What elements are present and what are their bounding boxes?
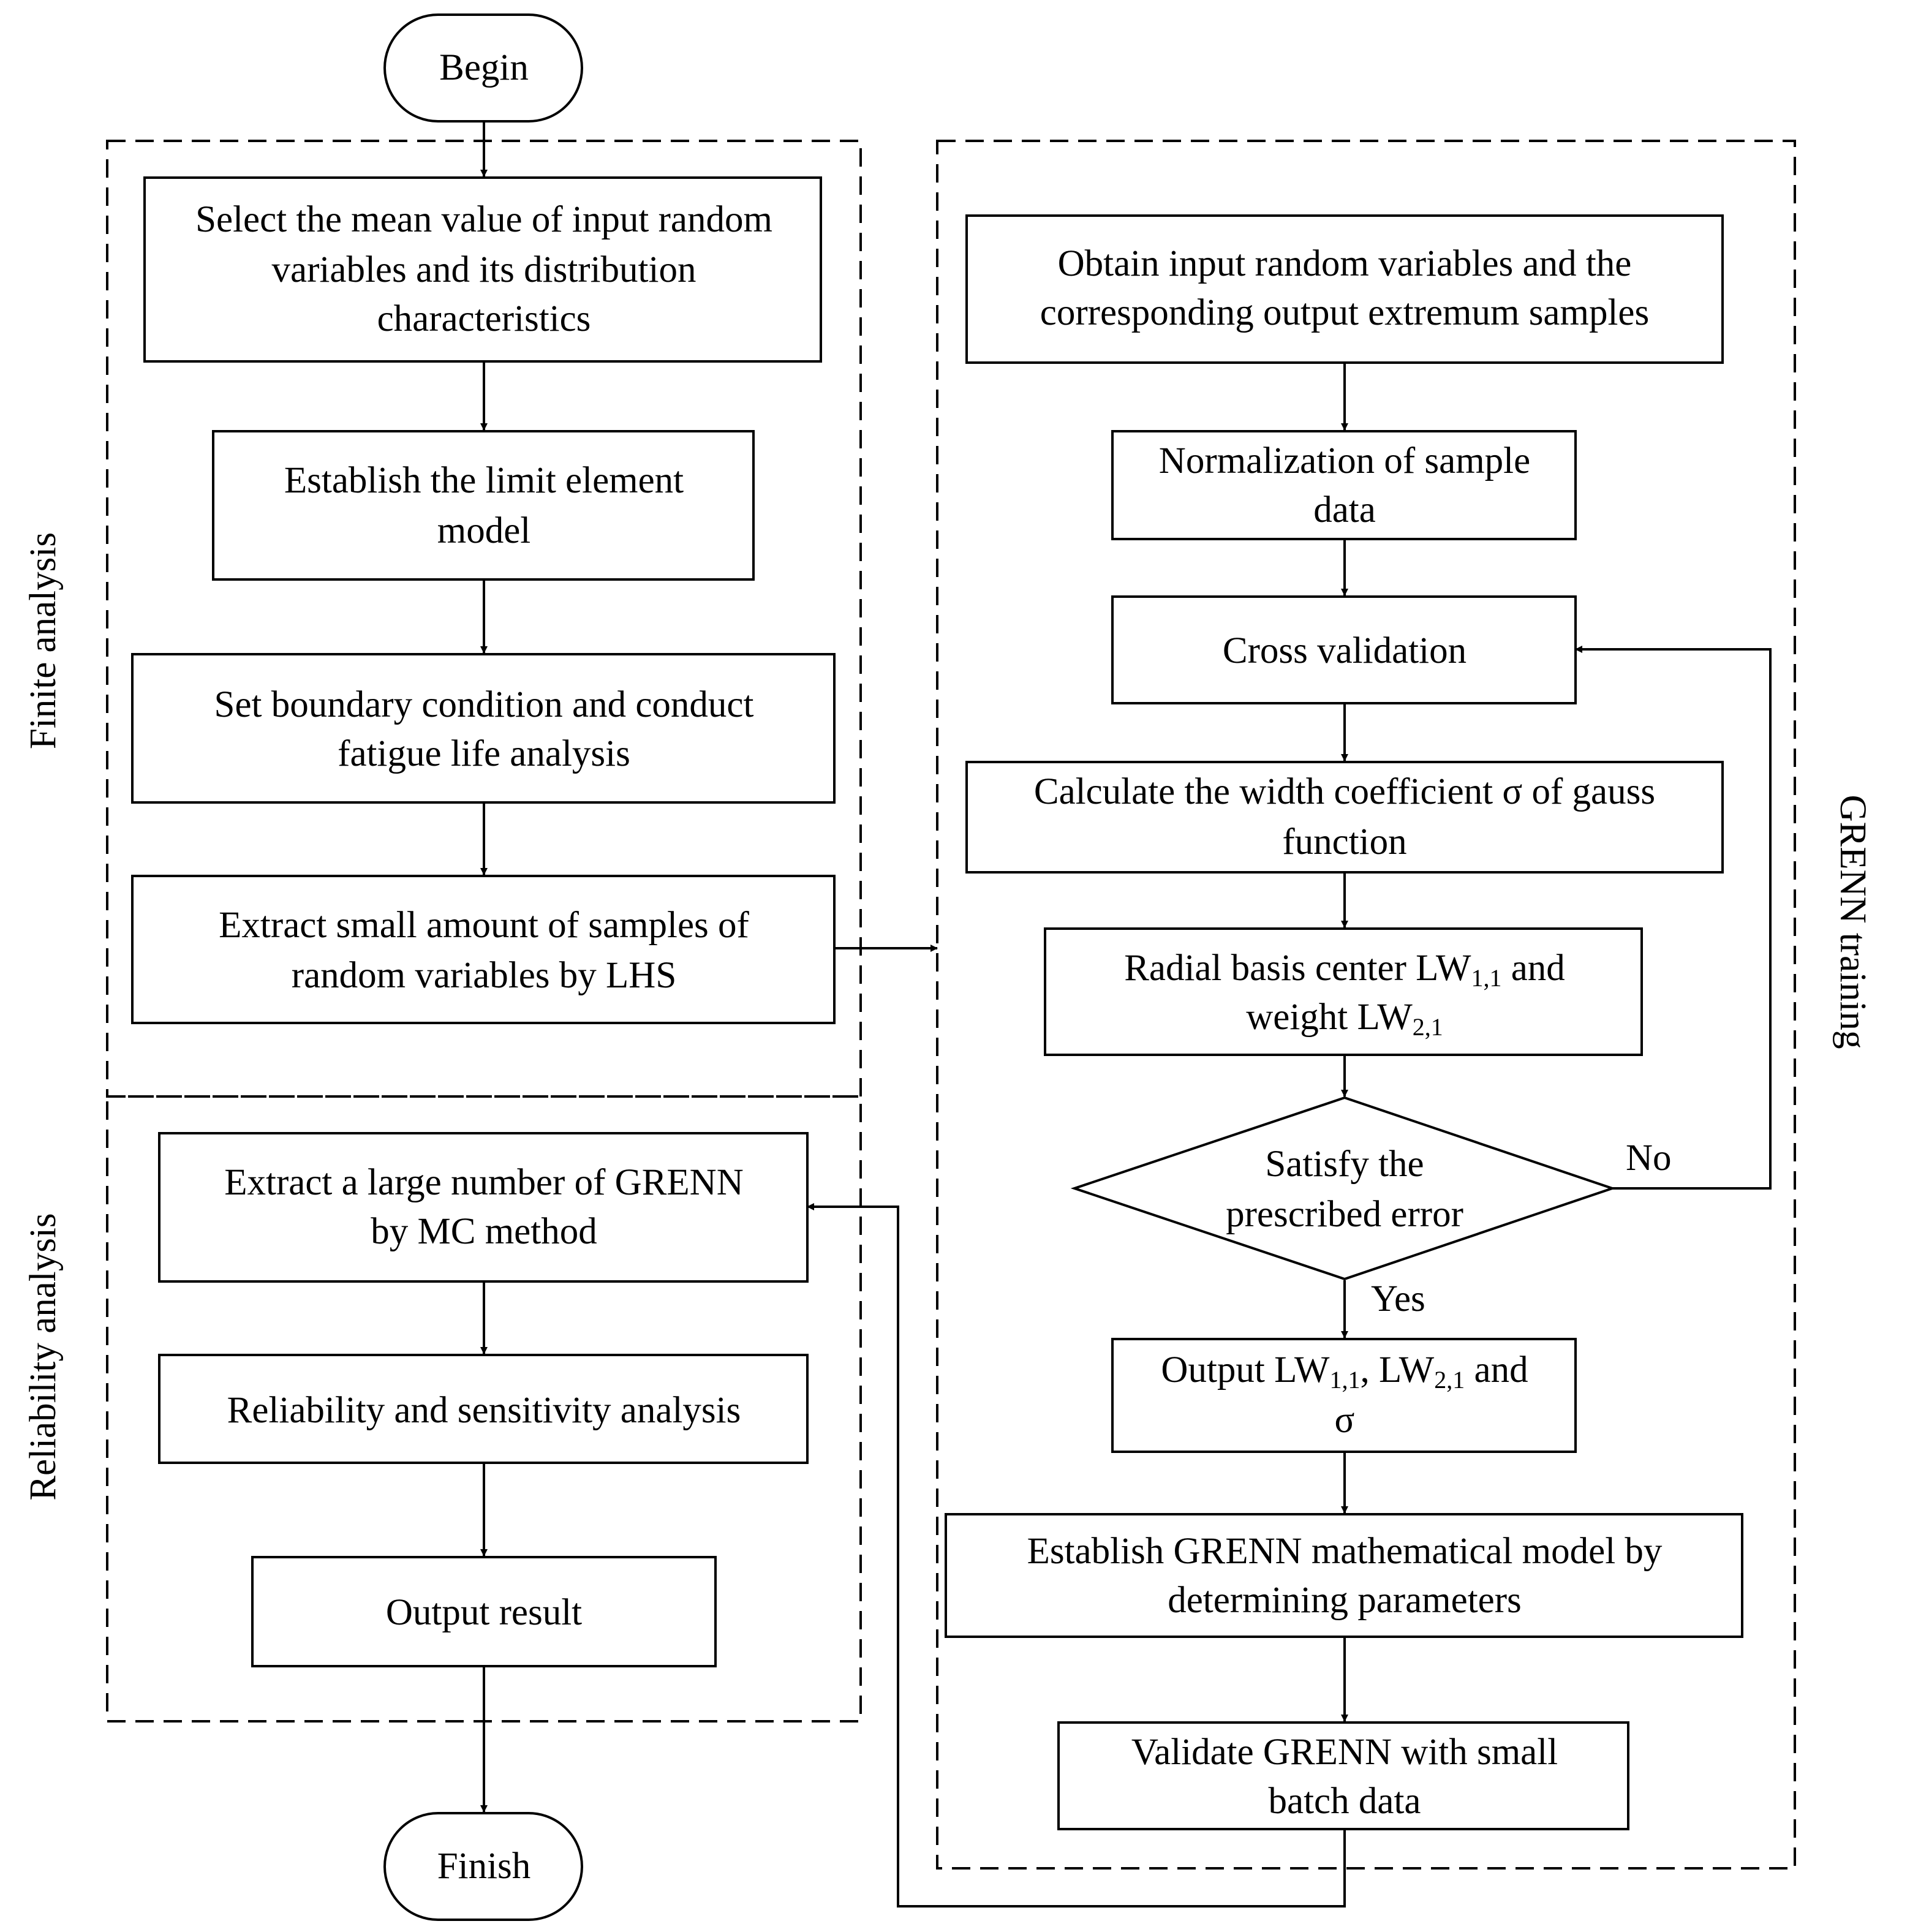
normalization-text-2: data bbox=[1313, 489, 1376, 530]
begin-terminal bbox=[383, 13, 583, 123]
finite-analysis-label: Finite analysis bbox=[23, 532, 64, 749]
extract-large-text-2: by MC method bbox=[371, 1211, 597, 1252]
normalization-text-1: Normalization of sample bbox=[1159, 440, 1530, 481]
width-coefficient-text-2: function bbox=[1282, 821, 1406, 862]
select-mean-text-3: characteristics bbox=[377, 298, 591, 339]
edge-decision-no-loop bbox=[1575, 646, 1772, 1190]
validate-grenn-text-1: Validate GRENN with small bbox=[1131, 1732, 1558, 1773]
boundary-box bbox=[131, 653, 836, 804]
decision-text-1: Satisfy the bbox=[1265, 1144, 1424, 1185]
reliability-box bbox=[158, 1354, 809, 1464]
establish-fe-text-2: model bbox=[437, 510, 530, 551]
extract-large-box bbox=[158, 1132, 809, 1283]
width-coefficient-box bbox=[965, 761, 1724, 874]
obtain-samples-text-2: corresponding output extremum samples bbox=[1040, 292, 1649, 333]
no-label: No bbox=[1626, 1138, 1672, 1179]
normalization-box bbox=[1111, 430, 1577, 540]
select-mean-text-2: variables and its distribution bbox=[272, 249, 696, 290]
extract-small-box bbox=[131, 875, 836, 1024]
validate-grenn-text-2: batch data bbox=[1269, 1781, 1421, 1822]
output-result-text: Output result bbox=[386, 1592, 582, 1633]
select-mean-text-1: Select the mean value of input random bbox=[195, 199, 772, 240]
boundary-text-2: fatigue life analysis bbox=[338, 733, 630, 774]
grenn-training-region bbox=[936, 140, 1796, 1870]
establish-grenn-text-1: Establish GRENN mathematical model by bbox=[1027, 1531, 1663, 1572]
establish-grenn-box bbox=[945, 1513, 1743, 1638]
validate-grenn-box bbox=[1057, 1721, 1629, 1830]
radial-basis-text-1: Radial basis center LW1,1 and bbox=[1124, 948, 1565, 992]
edge-validate-extract-large bbox=[807, 1203, 1346, 1907]
decision-diamond bbox=[1070, 1096, 1617, 1281]
output-result-box bbox=[251, 1556, 717, 1667]
establish-fe-box bbox=[212, 430, 755, 581]
cross-validation-box bbox=[1111, 595, 1577, 704]
radial-basis-box bbox=[1044, 927, 1643, 1056]
extract-small-text-2: random variables by LHS bbox=[292, 955, 677, 996]
boundary-text-1: Set boundary condition and conduct bbox=[214, 684, 754, 725]
decision-text-2: prescribed error bbox=[1226, 1194, 1463, 1235]
radial-basis-text-2: weight LW2,1 bbox=[1246, 997, 1443, 1041]
finish-terminal bbox=[383, 1812, 583, 1921]
select-mean-box bbox=[143, 176, 822, 363]
finish-text: Finish bbox=[437, 1846, 531, 1887]
extract-small-text-1: Extract small amount of samples of bbox=[219, 905, 749, 946]
output-lw-text-2: σ bbox=[1335, 1400, 1355, 1441]
width-coefficient-text-1: Calculate the width coefficient σ of gau… bbox=[1034, 771, 1655, 812]
extract-large-text-1: Extract a large number of GRENN bbox=[224, 1162, 744, 1203]
establish-fe-text-1: Establish the limit element bbox=[284, 460, 684, 501]
grenn-training-label: GRENN training bbox=[1832, 794, 1873, 1049]
reliability-analysis-label: Reliability analysis bbox=[23, 1213, 64, 1500]
cross-validation-text: Cross validation bbox=[1223, 630, 1466, 671]
obtain-samples-text-1: Obtain input random variables and the bbox=[1058, 243, 1632, 284]
reliability-text: Reliability and sensitivity analysis bbox=[227, 1390, 741, 1431]
begin-text: Begin bbox=[439, 47, 529, 88]
output-lw-text-1: Output LW1,1, LW2,1 and bbox=[1161, 1349, 1528, 1394]
yes-label: Yes bbox=[1371, 1278, 1425, 1319]
obtain-samples-box bbox=[965, 214, 1724, 364]
establish-grenn-text-2: determining parameters bbox=[1168, 1580, 1522, 1621]
output-lw-box bbox=[1111, 1338, 1577, 1453]
